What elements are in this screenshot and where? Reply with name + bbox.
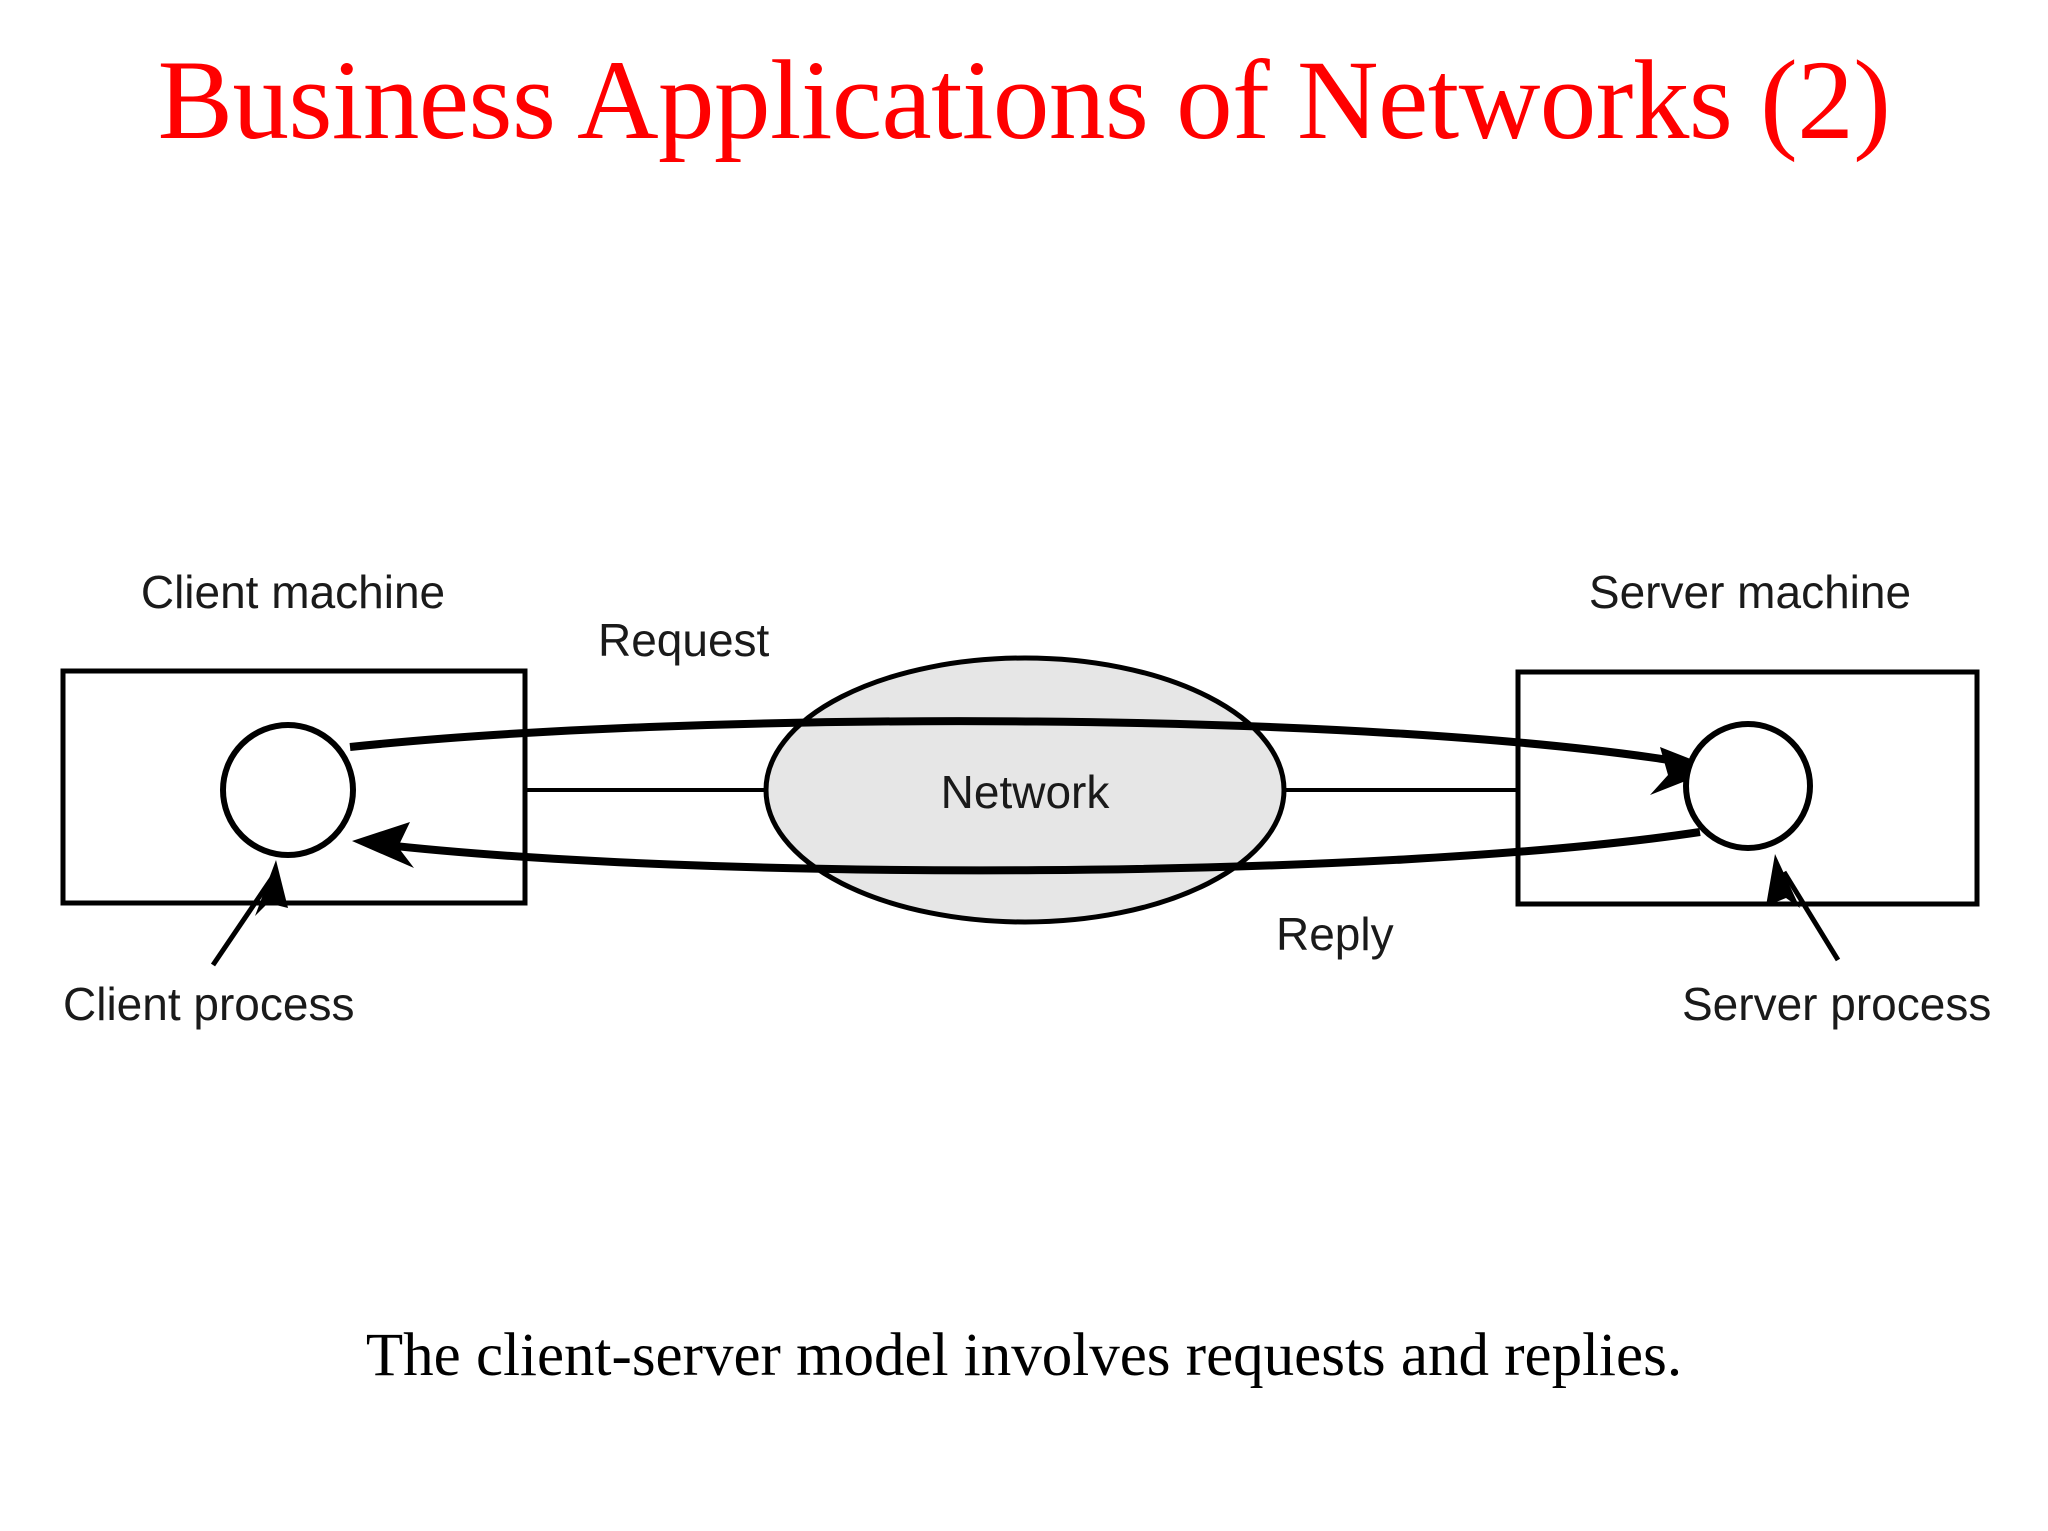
- client-process-label: Client process: [63, 978, 354, 1030]
- reply-label: Reply: [1276, 908, 1394, 960]
- page-title: Business Applications of Networks (2): [157, 38, 1891, 163]
- server-machine-label: Server machine: [1589, 566, 1911, 618]
- client-process-leader: [210, 876, 275, 967]
- server-process-circle: [1683, 721, 1813, 851]
- figure-caption: The client-server model involves request…: [365, 1322, 1683, 1389]
- client-machine-label: Client machine: [141, 566, 445, 618]
- reply-flow-line: [367, 828, 1701, 875]
- server-process-label: Server process: [1682, 978, 1991, 1030]
- server-process-arrowhead: [1766, 854, 1800, 908]
- request-flow-line: [349, 717, 1701, 769]
- client-process-arrowhead: [255, 860, 288, 916]
- client-process-circle: [220, 722, 356, 858]
- client-server-diagram: Client machine Server machine Network Re…: [0, 560, 2048, 1080]
- request-label: Request: [598, 614, 770, 666]
- client-machine-box: [60, 668, 528, 906]
- server-process-leader: [1781, 870, 1841, 962]
- reply-arrowhead: [352, 822, 414, 868]
- request-arrowhead: [1650, 747, 1716, 795]
- network-label: Network: [941, 766, 1111, 818]
